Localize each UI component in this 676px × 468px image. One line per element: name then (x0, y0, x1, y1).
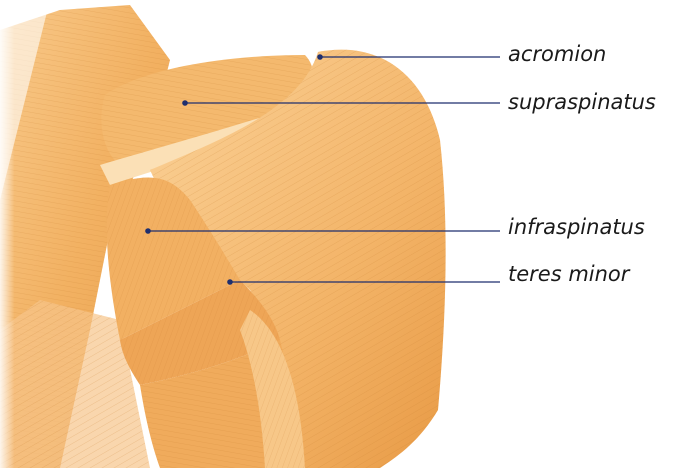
label-teres-minor: teres minor (508, 262, 629, 286)
label-infraspinatus: infraspinatus (508, 215, 645, 239)
marker-acromion (317, 54, 323, 60)
label-supraspinatus: supraspinatus (508, 90, 656, 114)
marker-teres-minor (227, 279, 233, 285)
marker-supraspinatus (182, 100, 188, 106)
label-acromion: acromion (508, 42, 606, 66)
marker-infraspinatus (145, 228, 151, 234)
